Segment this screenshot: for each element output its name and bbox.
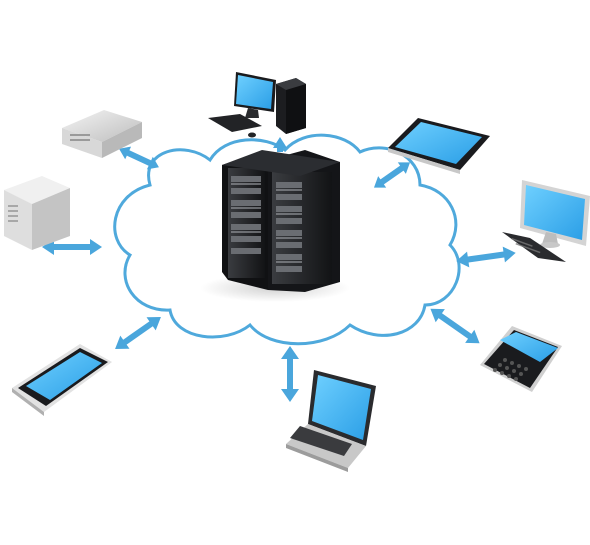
arrow-smartphone-keyboard <box>430 308 480 344</box>
arrow-tablet <box>373 162 411 188</box>
arrow-monitor-keyboard <box>456 246 516 268</box>
server-rack-icon <box>200 150 350 302</box>
monitor-with-keyboard-icon <box>502 180 590 262</box>
arrow-smartphone <box>115 316 161 350</box>
tablet-icon <box>388 118 490 174</box>
rack-server-unit-icon <box>62 110 142 158</box>
arrow-tower-server <box>42 239 102 255</box>
connection-arrows <box>42 137 516 402</box>
smartphone-icon <box>12 344 112 416</box>
desktop-computer-icon <box>208 72 306 138</box>
arrow-laptop <box>281 346 299 402</box>
qwerty-smartphone-icon <box>480 326 562 392</box>
tower-server-icon <box>4 176 70 250</box>
laptop-icon <box>286 370 376 472</box>
arrow-desktop <box>273 137 287 152</box>
arrow-rack-unit <box>119 146 159 170</box>
